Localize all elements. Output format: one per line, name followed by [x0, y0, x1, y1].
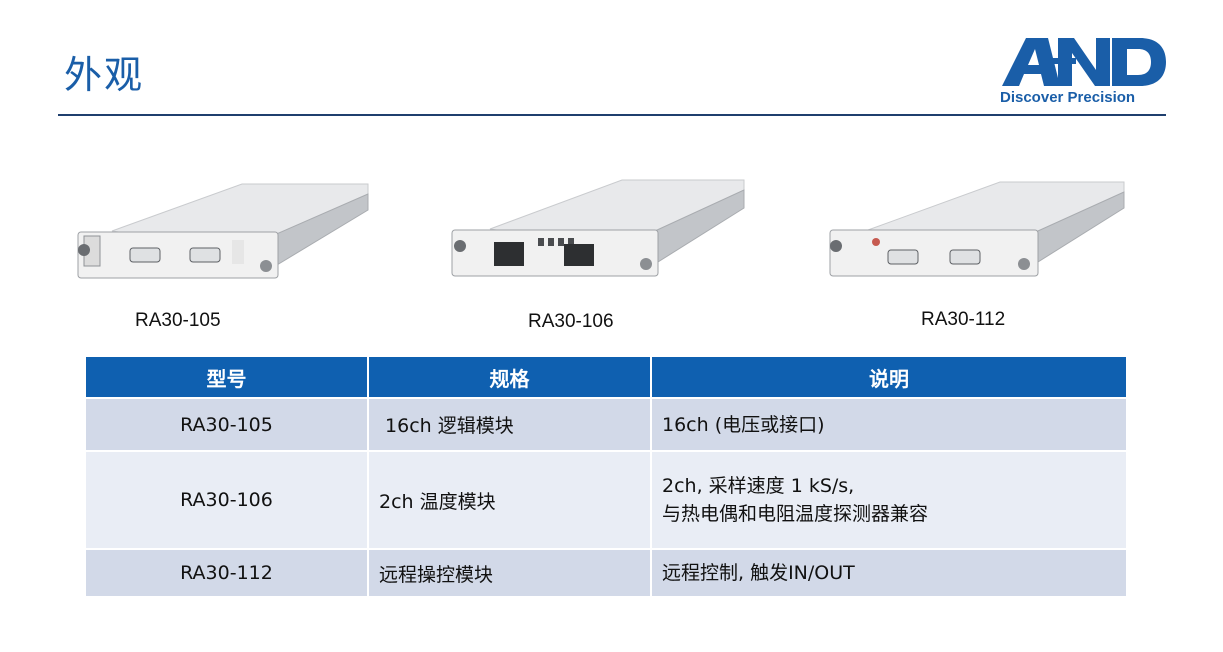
header-model: 型号 [84, 355, 369, 399]
description-cell: 2ch, 采样速度 1 kS/s, 与热电偶和电阻温度探测器兼容 [650, 450, 1128, 550]
module-ra30-106-picture [451, 179, 745, 277]
description-line: 远程控制, 触发IN/OUT [662, 562, 855, 584]
description-line: 2ch, 采样速度 1 kS/s, [662, 475, 855, 497]
module-caption-ra30-106: RA30-106 [528, 311, 614, 332]
table-row: RA30-112 远程操控模块 远程控制, 触发IN/OUT [84, 548, 1128, 598]
model-cell: RA30-105 [84, 397, 369, 452]
model-cell: RA30-106 [84, 450, 369, 550]
logo-tagline: Discover Precision [1000, 89, 1136, 106]
table-header-row: 型号 规格 说明 [84, 355, 1128, 399]
module-ra30-105-picture [77, 183, 369, 279]
spec-cell: 远程操控模块 [367, 548, 652, 598]
and-logo-icon [1002, 38, 1166, 86]
spec-table: 型号 规格 说明 RA30-105 16ch 逻辑模块 16ch (电压或接口)… [84, 355, 1128, 598]
module-caption-ra30-112: RA30-112 [921, 309, 1006, 330]
header-description: 说明 [650, 355, 1128, 399]
description-cell: 远程控制, 触发IN/OUT [650, 548, 1128, 598]
header-spec: 规格 [367, 355, 652, 399]
model-cell: RA30-112 [84, 548, 369, 598]
module-caption-ra30-105: RA30-105 [135, 310, 221, 331]
table-row: RA30-105 16ch 逻辑模块 16ch (电压或接口) [84, 397, 1128, 452]
spec-cell: 2ch 温度模块 [367, 450, 652, 550]
title-divider [58, 114, 1166, 116]
module-ra30-112-picture [829, 181, 1125, 277]
spec-cell: 16ch 逻辑模块 [367, 397, 652, 452]
description-line: 16ch (电压或接口) [662, 413, 825, 436]
brand-logo: Discover Precision [1000, 36, 1168, 108]
description-cell: 16ch (电压或接口) [650, 397, 1128, 452]
description-line: 与热电偶和电阻温度探测器兼容 [662, 503, 929, 525]
module-image-ra30-105 [72, 176, 372, 286]
page-title: 外观 [64, 53, 145, 97]
module-image-ra30-112 [824, 176, 1128, 284]
module-image-ra30-106 [446, 174, 746, 286]
table-row: RA30-106 2ch 温度模块 2ch, 采样速度 1 kS/s, 与热电偶… [84, 450, 1128, 550]
